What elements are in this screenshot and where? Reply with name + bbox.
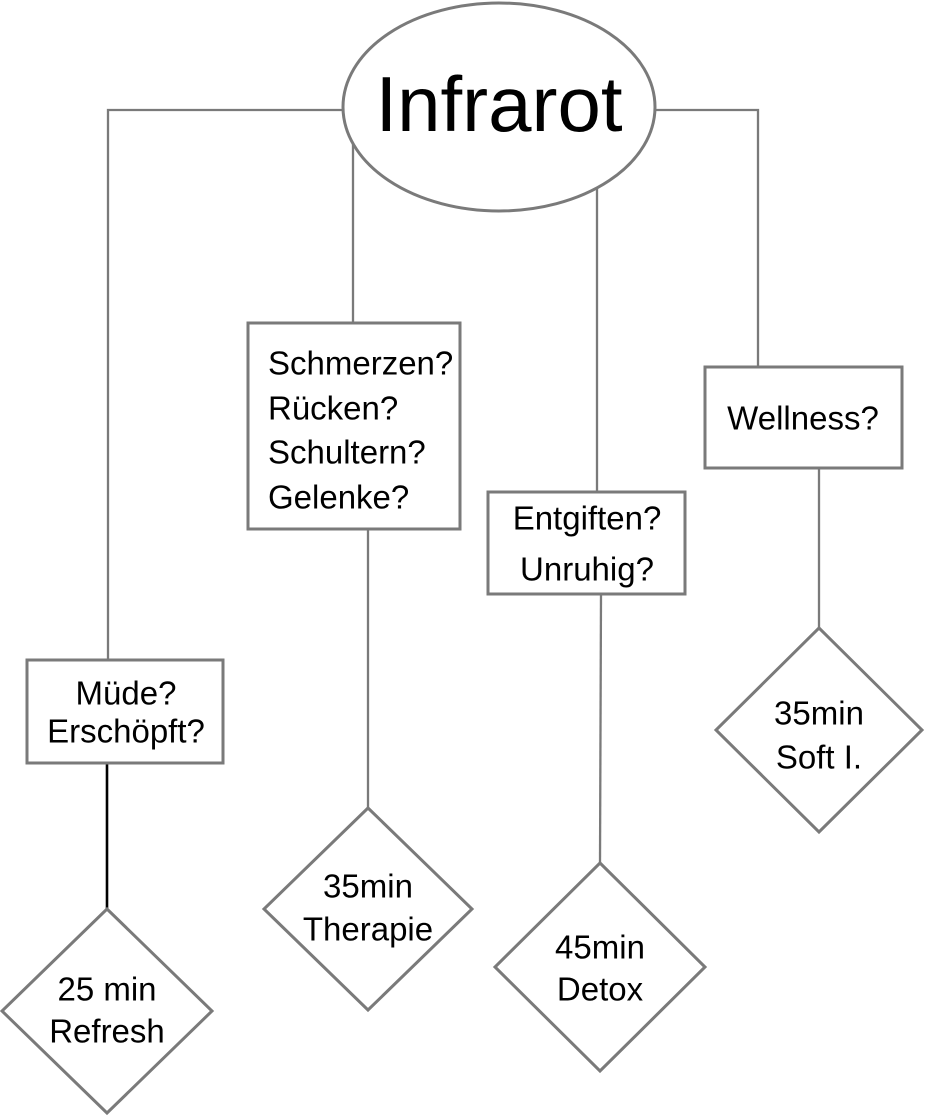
therapie-line-2: Therapie xyxy=(303,911,433,948)
refresh-diamond xyxy=(0,906,215,1116)
schmerzen-line-2: Rücken? xyxy=(268,390,398,427)
wellness-box xyxy=(703,365,904,470)
result-diamond-refresh: 25 min Refresh xyxy=(0,906,215,1116)
entgiften-line-1: Entgiften? xyxy=(513,500,662,537)
muede-box xyxy=(25,658,225,765)
therapie-diamond xyxy=(261,805,475,1013)
schmerzen-line-4: Gelenke? xyxy=(268,479,409,516)
wellness-line-1: Wellness? xyxy=(727,400,879,437)
soft-infrared-line-1: 35min xyxy=(774,695,864,732)
soft-infrared-diamond xyxy=(713,625,925,835)
refresh-line-1: 25 min xyxy=(57,971,156,1008)
muede-line-1: Müde? xyxy=(76,675,177,712)
entgiften-box xyxy=(486,490,687,596)
refresh-line-2: Refresh xyxy=(49,1013,165,1050)
question-box-entgiften: Entgiften? Unruhig? xyxy=(486,490,687,596)
result-diamond-detox: 45min Detox xyxy=(492,860,708,1074)
result-diamond-soft-infrared: 35min Soft I. xyxy=(713,625,925,835)
soft-infrared-line-2: Soft I. xyxy=(776,739,862,776)
entgiften-line-2: Unruhig? xyxy=(520,551,654,588)
detox-line-2: Detox xyxy=(557,971,644,1008)
connector-entgiften-to-detox xyxy=(598,593,603,865)
detox-diamond xyxy=(492,860,708,1074)
root-label: Infrarot xyxy=(375,60,622,148)
therapie-line-1: 35min xyxy=(323,868,413,905)
schmerzen-line-1: Schmerzen? xyxy=(268,345,453,382)
root-ellipse xyxy=(341,1,657,213)
schmerzen-line-3: Schultern? xyxy=(268,434,426,471)
muede-line-2: Erschöpft? xyxy=(47,713,205,750)
result-diamond-therapie: 35min Therapie xyxy=(261,805,475,1013)
root-node-infrarot: Infrarot xyxy=(341,1,657,213)
connector-root-to-muede xyxy=(106,108,343,660)
detox-line-1: 45min xyxy=(555,929,645,966)
schmerzen-box xyxy=(246,321,462,531)
question-box-wellness: Wellness? xyxy=(703,365,904,470)
question-box-schmerzen: Schmerzen? Rücken? Schultern? Gelenke? xyxy=(246,321,462,531)
question-box-muede: Müde? Erschöpft? xyxy=(25,658,225,765)
connector-root-to-wellness xyxy=(650,108,760,367)
